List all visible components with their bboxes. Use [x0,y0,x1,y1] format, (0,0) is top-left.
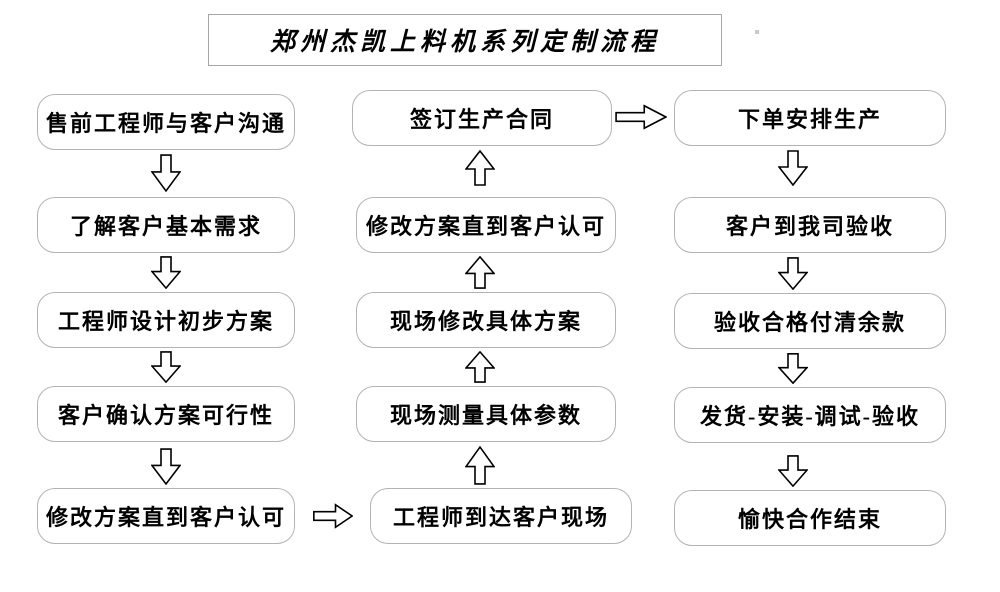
step-label: 客户确认方案可行性 [57,403,274,428]
step-label: 工程师设计初步方案 [57,309,274,334]
right-arrow-icon [313,503,353,529]
down-arrow-icon [151,154,181,192]
step-label: 售前工程师与客户沟通 [45,111,286,136]
step-label: 下单安排生产 [737,107,882,132]
down-arrow-icon [151,256,181,289]
down-arrow-icon [778,455,808,487]
step-ship-install-debug-accept: 发货-安装-调试-验收 [674,387,946,443]
flowchart-title: 郑州杰凯上料机系列定制流程 [269,29,660,56]
step-label: 发货-安装-调试-验收 [700,404,920,429]
down-arrow-icon [778,150,808,186]
step-measure-parameters: 现场测量具体参数 [356,386,616,442]
step-label: 愉快合作结束 [737,507,882,532]
up-arrow-icon [465,446,495,485]
step-understand-needs: 了解客户基本需求 [37,197,295,253]
flowchart-title-box: 郑州杰凯上料机系列定制流程 [208,14,722,66]
step-sign-contract: 签订生产合同 [352,90,612,146]
up-arrow-icon [465,351,495,383]
selection-handle-artifact [755,30,759,34]
step-cooperation-end: 愉快合作结束 [674,490,946,546]
step-label: 工程师到达客户现场 [392,505,609,530]
step-label: 了解客户基本需求 [69,214,262,239]
step-label: 客户到我司验收 [725,214,894,239]
step-label: 现场修改具体方案 [389,309,582,334]
up-arrow-icon [465,150,495,186]
step-initial-design: 工程师设计初步方案 [37,292,295,348]
step-label: 签订生产合同 [409,107,554,132]
up-arrow-icon [465,256,495,289]
step-label: 验收合格付清余款 [713,310,906,335]
down-arrow-icon [778,353,808,384]
step-pay-balance: 验收合格付清余款 [674,293,946,349]
step-confirm-feasibility: 客户确认方案可行性 [37,386,295,442]
step-presales-communication: 售前工程师与客户沟通 [37,94,295,150]
step-modify-onsite-plan: 现场修改具体方案 [356,292,616,348]
step-label: 修改方案直到客户认可 [45,505,286,530]
step-revise-onsite-until-approved: 修改方案直到客户认可 [356,197,616,253]
down-arrow-icon [151,351,181,383]
step-arrange-production: 下单安排生产 [674,90,946,146]
step-label: 现场测量具体参数 [389,403,582,428]
step-engineer-arrives-onsite: 工程师到达客户现场 [370,488,632,544]
step-revise-until-approved: 修改方案直到客户认可 [37,488,295,544]
step-label: 修改方案直到客户认可 [365,214,606,239]
down-arrow-icon [151,448,181,485]
right-arrow-icon [615,104,667,130]
step-customer-acceptance: 客户到我司验收 [674,197,946,253]
down-arrow-icon [778,257,808,290]
